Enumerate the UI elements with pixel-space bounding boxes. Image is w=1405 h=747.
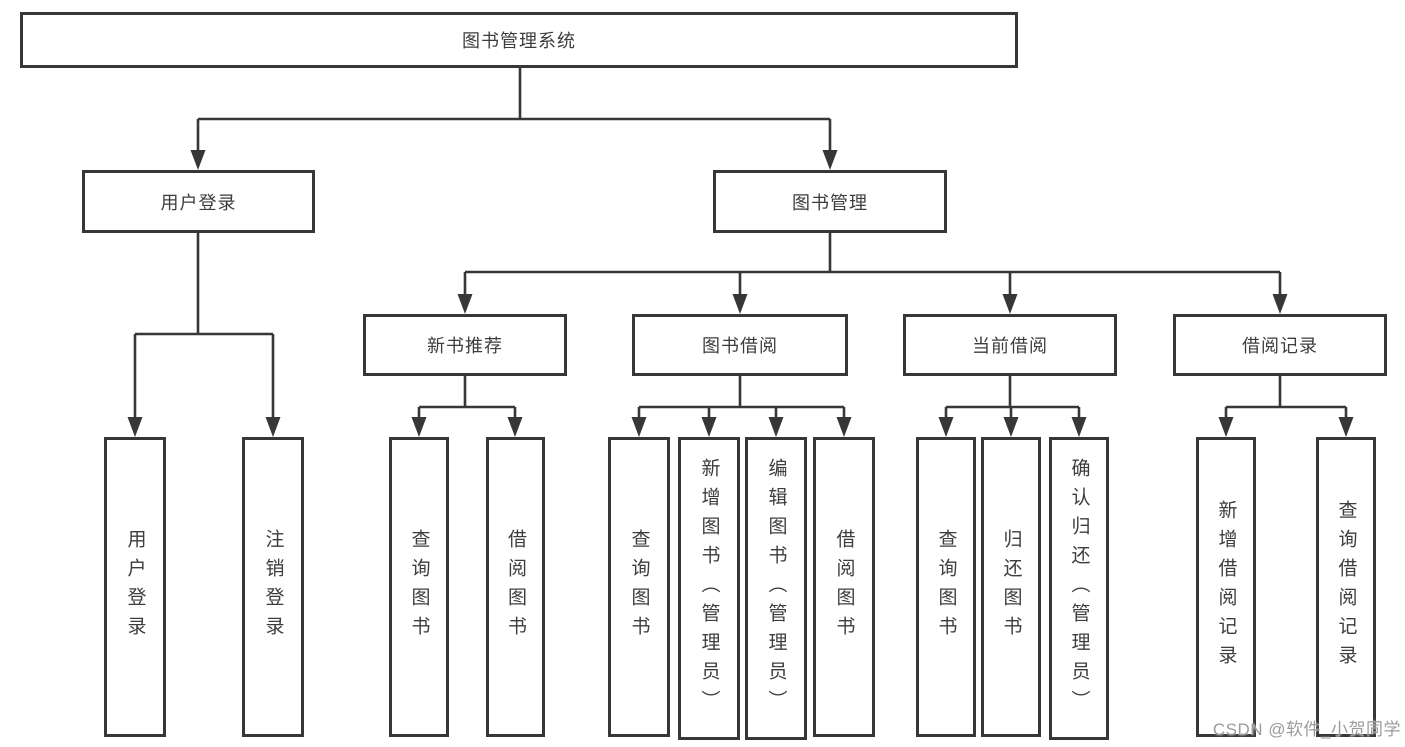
leaf-logout: 注销登录 [242,437,304,737]
node-current-borrowing: 当前借阅 [903,314,1117,376]
node-label: 图书借阅 [702,336,778,356]
node-label: 新书推荐 [427,336,503,356]
node-label: 用户登录 [124,529,146,645]
node-label: 编辑图书（管理员） [765,458,787,719]
node-label: 查询图书 [628,529,650,645]
leaf-user-login: 用户登录 [104,437,166,737]
node-label: 新增借阅记录 [1215,500,1237,674]
node-borrowing-records: 借阅记录 [1173,314,1387,376]
node-label: 查询图书 [408,529,430,645]
leaf-borrow-books-recommend: 借阅图书 [486,437,545,737]
leaf-return-books: 归还图书 [981,437,1041,737]
leaf-query-books-current: 查询图书 [916,437,976,737]
node-user-login: 用户登录 [82,170,315,233]
node-book-borrowing: 图书借阅 [632,314,848,376]
node-label: 当前借阅 [972,336,1048,356]
node-label: 新增图书（管理员） [698,458,720,719]
leaf-edit-books-admin: 编辑图书（管理员） [745,437,807,740]
node-label: 查询图书 [935,529,957,645]
node-label: 确认归还（管理员） [1068,458,1090,719]
leaf-query-borrow-record: 查询借阅记录 [1316,437,1376,737]
leaf-confirm-return-admin: 确认归还（管理员） [1049,437,1109,740]
node-label: 借阅记录 [1242,336,1318,356]
node-label: 借阅图书 [833,529,855,645]
node-label: 注销登录 [262,529,284,645]
leaf-query-books-recommend: 查询图书 [389,437,449,737]
leaf-add-borrow-record: 新增借阅记录 [1196,437,1256,737]
node-label: 查询借阅记录 [1335,500,1357,674]
leaf-add-books-admin: 新增图书（管理员） [678,437,740,740]
node-book-management: 图书管理 [713,170,947,233]
node-label: 图书管理系统 [462,31,576,51]
csdn-watermark: CSDN @软件_小贺同学 [1212,720,1401,739]
node-label: 图书管理 [792,192,868,213]
node-label: 用户登录 [160,192,237,213]
node-label: 借阅图书 [505,529,526,645]
leaf-borrow-books: 借阅图书 [813,437,875,737]
node-label: 归还图书 [1000,529,1022,645]
leaf-query-books-borrowing: 查询图书 [608,437,670,737]
node-new-book-recommendation: 新书推荐 [363,314,567,376]
node-library-management-system: 图书管理系统 [20,12,1018,68]
